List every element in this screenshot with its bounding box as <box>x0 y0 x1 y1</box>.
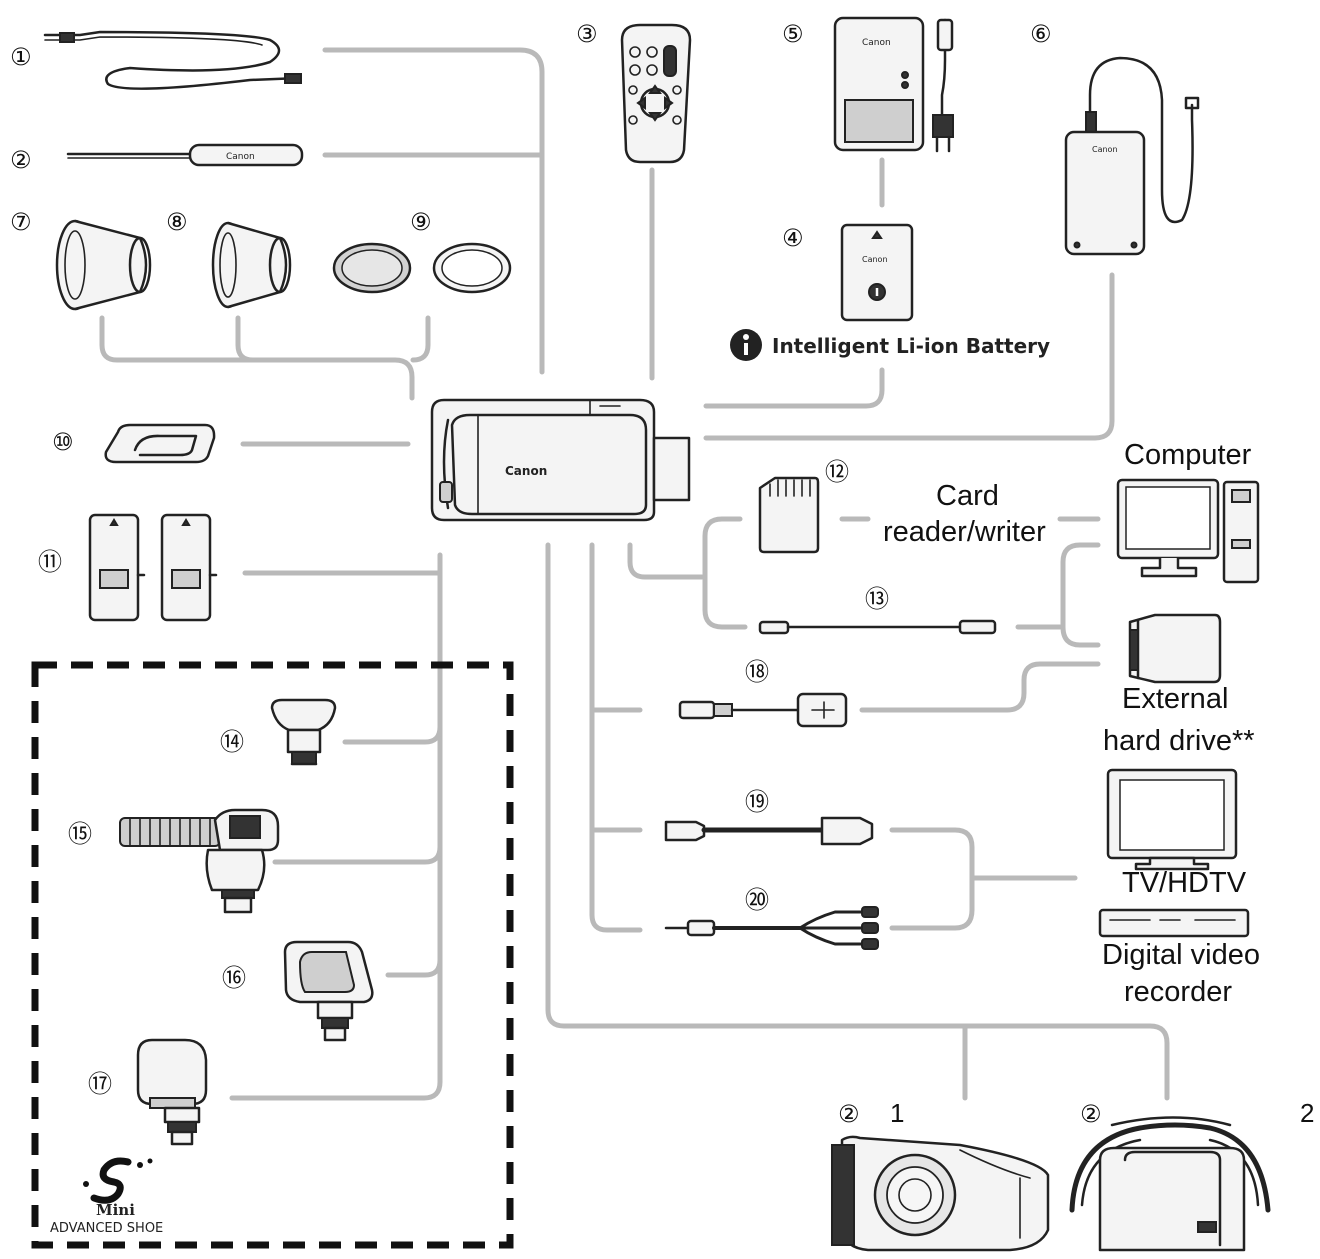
item-numbers: ① ② ③ ④ ⑤ ⑥ ⑦ ⑧ ⑨ ⑩ ⑪ ⑫ ⑬ ⑭ ⑮ ⑯ ⑰ ⑱ ⑲ ⑳ … <box>10 20 1314 1128</box>
num-8: ⑧ <box>166 208 188 236</box>
camcorder-icon: Canon <box>430 398 691 522</box>
num-9: ⑨ <box>410 208 432 236</box>
tv-icon <box>1106 768 1238 871</box>
suffix-2: 2 <box>1300 1098 1314 1128</box>
filter-set-icon <box>332 242 512 294</box>
num-7: ⑦ <box>10 208 32 236</box>
label-battery: Intelligent Li-ion Battery <box>772 334 1050 358</box>
camcorder-logo: Canon <box>505 464 547 478</box>
num-16: ⑯ <box>222 964 246 992</box>
num-20: ⑳ <box>745 886 769 914</box>
mini-advanced-shoe-box <box>31 661 514 1249</box>
grip-belt-icon <box>104 423 216 464</box>
intelligent-battery-icon <box>730 329 762 361</box>
num-19: ⑲ <box>745 788 769 816</box>
num-3: ③ <box>576 20 598 48</box>
remote-controller-icon <box>620 23 692 164</box>
mini-advanced-shoe-logo <box>83 1157 153 1204</box>
battery-pack-icon: Canon <box>840 223 914 322</box>
label-card-2: reader/writer <box>883 516 1046 548</box>
num-11: ⑪ <box>38 548 62 576</box>
wrist-strap-icon: Canon <box>66 143 304 167</box>
num-10: ⑩ <box>52 428 74 456</box>
battery-charger-icon: Canon <box>833 16 954 153</box>
shoulder-strap-icon <box>43 30 302 90</box>
memory-card-icon <box>758 476 820 554</box>
num-21a: ② <box>838 1100 860 1128</box>
external-hard-drive-icon <box>1128 613 1222 684</box>
label-computer: Computer <box>1124 439 1252 471</box>
label-dvr-2: recorder <box>1124 976 1232 1008</box>
label-external-1: External <box>1122 683 1228 715</box>
usb-cable-13-icon <box>758 619 997 635</box>
soft-carrying-case-icon <box>831 1135 1050 1252</box>
num-1: ① <box>10 43 32 71</box>
device-labels: Computer Card reader/writer External har… <box>50 334 1260 1236</box>
num-13: ⑬ <box>865 585 889 613</box>
shoulder-bag-icon <box>1069 1116 1271 1252</box>
label-dvr-1: Digital video <box>1102 939 1260 971</box>
charger-logo: Canon <box>862 38 891 48</box>
label-external-2: hard drive** <box>1103 725 1255 757</box>
suffix-1: 1 <box>890 1098 904 1128</box>
label-card-1: Card <box>936 480 999 512</box>
video-light-icon <box>283 940 374 1042</box>
av-cable-icon <box>664 906 879 950</box>
wrist-strap-logo: Canon <box>226 152 255 162</box>
num-17: ⑰ <box>88 1070 112 1098</box>
shoe-adapter-icon <box>270 698 337 766</box>
hdmi-cable-icon <box>664 816 874 846</box>
directional-microphone-icon <box>119 808 280 914</box>
label-shoe-1: Mini <box>96 1201 135 1219</box>
num-21b: ② <box>1080 1100 1102 1128</box>
battery-logo: Canon <box>862 255 888 264</box>
num-6: ⑥ <box>1030 20 1052 48</box>
usb-adapter-cable-icon <box>678 692 848 728</box>
wide-converter-icon <box>211 221 292 309</box>
digital-video-recorder-icon <box>1098 908 1250 938</box>
compact-power-adapter-icon: Canon <box>1064 56 1200 256</box>
num-5: ⑤ <box>782 20 804 48</box>
num-4: ④ <box>782 224 804 252</box>
computer-icon <box>1116 478 1260 584</box>
adapter-logo: Canon <box>1092 145 1118 154</box>
num-18: ⑱ <box>745 658 769 686</box>
video-light-alt-icon <box>136 1038 208 1146</box>
num-15: ⑮ <box>68 820 92 848</box>
battery-packs-icon <box>88 513 218 622</box>
num-2: ② <box>10 146 32 174</box>
label-shoe-2: ADVANCED SHOE <box>50 1221 163 1236</box>
label-tv: TV/HDTV <box>1122 867 1247 899</box>
tele-converter-icon <box>55 219 152 311</box>
connection-lines <box>99 47 1170 1101</box>
num-12: ⑫ <box>825 458 849 486</box>
num-14: ⑭ <box>220 728 244 756</box>
